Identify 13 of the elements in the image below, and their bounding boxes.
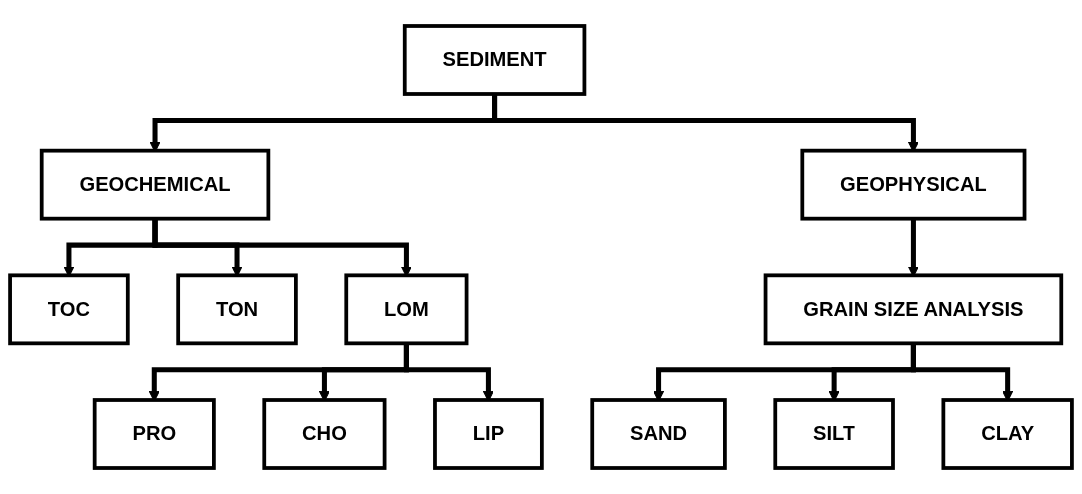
node-box: TOC: [8, 273, 130, 346]
node-box: SILT: [773, 398, 895, 470]
node-box: GEOPHYSICAL: [800, 148, 1027, 221]
node-box: PRO: [92, 398, 216, 470]
node-box: SAND: [590, 398, 727, 470]
node-box: SEDIMENT: [402, 24, 587, 96]
node-box: CHO: [262, 398, 387, 470]
node-box: CLAY: [941, 398, 1074, 470]
node-box: GEOCHEMICAL: [39, 148, 271, 221]
node-box: LIP: [433, 398, 544, 470]
node-box: LOM: [344, 273, 469, 346]
node-box: TON: [176, 273, 298, 346]
node-box: GRAIN SIZE ANALYSIS: [763, 273, 1064, 346]
